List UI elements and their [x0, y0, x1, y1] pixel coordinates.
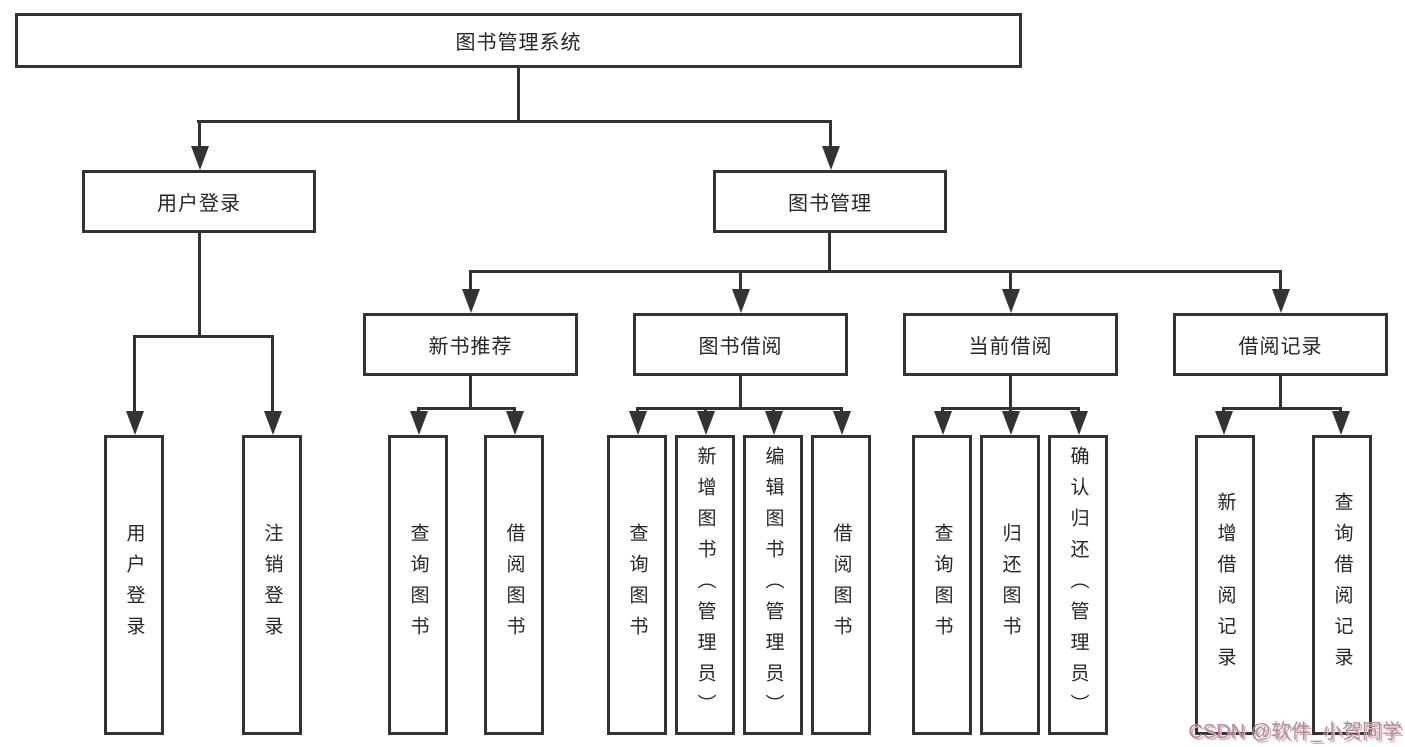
connector-line — [636, 407, 843, 410]
leaf-current-query-book: 查询图书 — [912, 435, 972, 735]
connector-arrow-down — [198, 120, 201, 146]
connector-arrow-down — [1339, 407, 1342, 411]
connector-line — [197, 120, 832, 123]
connector-arrow-down — [417, 407, 420, 411]
node-new-book-recommend: 新书推荐 — [363, 313, 578, 376]
connector-arrow-down — [636, 407, 639, 411]
leaf-current-return-book: 归还图书 — [980, 435, 1040, 735]
connector-arrow-down — [1222, 407, 1225, 411]
leaf-borrow-edit-book: 编辑图书（管理员） — [743, 435, 803, 735]
connector-line — [469, 376, 472, 407]
connector-arrow-down — [469, 270, 472, 289]
connector-arrow-down — [739, 270, 742, 289]
connector-line — [133, 335, 274, 338]
leaf-logout: 注销登录 — [242, 435, 302, 735]
connector-arrow-down — [1279, 270, 1282, 289]
connector-line — [469, 270, 1282, 273]
connector-arrow-down — [704, 407, 707, 411]
connector-arrow-down — [513, 407, 516, 411]
connector-line — [1222, 407, 1342, 410]
connector-line — [1009, 376, 1012, 407]
connector-arrow-down — [941, 407, 944, 411]
connector-line — [1279, 376, 1282, 407]
leaf-borrow-borrow-book: 借阅图书 — [811, 435, 871, 735]
connector-arrow-down — [840, 407, 843, 411]
leaf-user-login: 用户登录 — [104, 435, 164, 735]
node-book-management: 图书管理 — [713, 170, 947, 233]
connector-arrow-down — [133, 335, 136, 411]
watermark: CSDN @软件_小贺同学 — [1188, 721, 1402, 743]
node-library-management-system: 图书管理系统 — [15, 13, 1022, 68]
leaf-borrow-query-book: 查询图书 — [607, 435, 667, 735]
node-borrow-records: 借阅记录 — [1173, 313, 1388, 376]
leaf-recommend-borrow-book: 借阅图书 — [484, 435, 544, 735]
connector-arrow-down — [772, 407, 775, 411]
node-current-borrow: 当前借阅 — [903, 313, 1118, 376]
connector-line — [828, 233, 831, 270]
leaf-current-confirm-return: 确认归还（管理员） — [1048, 435, 1108, 735]
leaf-records-add-record: 新增借阅记录 — [1195, 435, 1255, 735]
leaf-records-query-record: 查询借阅记录 — [1312, 435, 1372, 735]
node-user-login: 用户登录 — [82, 170, 316, 233]
connector-line — [739, 376, 742, 407]
connector-line — [198, 233, 201, 335]
connector-line — [517, 68, 520, 120]
connector-arrow-down — [1009, 407, 1012, 411]
node-book-borrow: 图书借阅 — [633, 313, 848, 376]
leaf-recommend-query-book: 查询图书 — [388, 435, 448, 735]
connector-arrow-down — [829, 120, 832, 146]
connector-arrow-down — [1077, 407, 1080, 411]
connector-arrow-down — [271, 335, 274, 411]
connector-arrow-down — [1009, 270, 1012, 289]
connector-line — [417, 407, 516, 410]
leaf-borrow-add-book: 新增图书（管理员） — [675, 435, 735, 735]
